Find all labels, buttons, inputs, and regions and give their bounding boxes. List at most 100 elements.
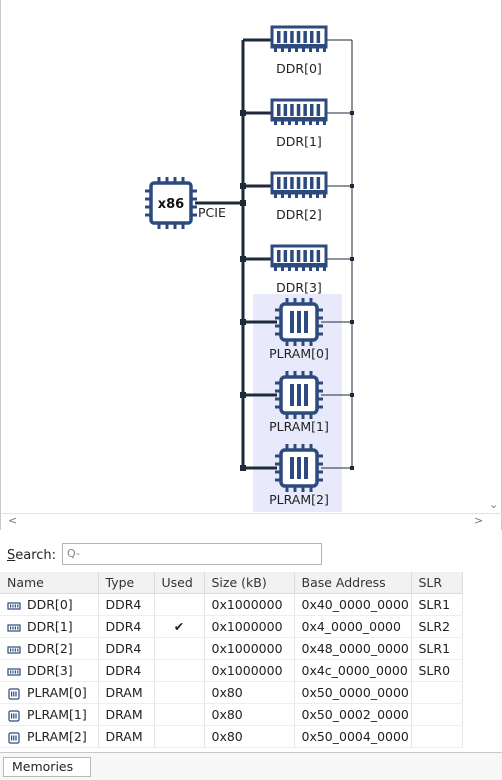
bus-junction-dot bbox=[240, 392, 246, 398]
platform-diagram[interactable]: DDR[0] DDR[1] DDR[2] DDR[3] PLRAM[0] PLRAM[1]… bbox=[1, 0, 501, 512]
memory-node-ddr[interactable]: DDR[2] bbox=[240, 171, 354, 222]
ddr-memory-icon bbox=[7, 623, 21, 632]
cell-name-text: DDR[0] bbox=[27, 597, 73, 612]
table-header: Name Type Used Size (kB) Base Address SL… bbox=[0, 572, 463, 594]
cell-name-text: PLRAM[0] bbox=[27, 685, 87, 700]
search-input[interactable] bbox=[83, 546, 317, 564]
ddr-memory-icon bbox=[7, 667, 21, 676]
bus-junction-dot bbox=[240, 256, 246, 262]
cell-size: 0x80 bbox=[204, 703, 295, 726]
cell-type: DRAM bbox=[98, 681, 155, 704]
memory-label: PLRAM[1] bbox=[269, 419, 329, 434]
cell-slr-text: SLR1 bbox=[418, 641, 451, 656]
cell-base-address: 0x4c_0000_0000 bbox=[294, 659, 412, 682]
column-header-name[interactable]: Name bbox=[0, 572, 99, 594]
plram-memory-icon bbox=[8, 731, 20, 744]
cell-size: 0x1000000 bbox=[204, 659, 295, 682]
cell-size: 0x1000000 bbox=[204, 615, 295, 638]
cell-size-text: 0x1000000 bbox=[211, 597, 283, 612]
cell-name: PLRAM[1] bbox=[0, 703, 99, 726]
cell-type: DDR4 bbox=[98, 615, 155, 638]
table-row[interactable]: DDR[0] DDR4 0x1000000 0x40_0000_0000 SLR1 bbox=[0, 593, 463, 616]
cell-base-address-text: 0x50_0004_0000 bbox=[301, 729, 409, 744]
column-header-base-address[interactable]: Base Address bbox=[294, 572, 412, 594]
return-junction-dot bbox=[350, 257, 354, 261]
cell-type: DDR4 bbox=[98, 593, 155, 616]
ddr-memory-icon bbox=[270, 244, 328, 271]
cell-used bbox=[154, 659, 205, 682]
cell-base-address-text: 0x50_0002_0000 bbox=[301, 707, 409, 722]
cell-base-address-text: 0x4c_0000_0000 bbox=[301, 663, 408, 678]
cell-slr-text: SLR1 bbox=[418, 597, 451, 612]
plram-memory-icon bbox=[8, 687, 20, 700]
ddr-memory-icon bbox=[7, 601, 21, 610]
cell-used bbox=[154, 593, 205, 616]
cpu-chip-icon bbox=[145, 177, 197, 229]
ddr-memory-icon bbox=[270, 98, 328, 125]
cell-base-address: 0x48_0000_0000 bbox=[294, 637, 412, 660]
memory-node-plram[interactable]: PLRAM[1] bbox=[240, 371, 354, 434]
memory-node-ddr[interactable]: DDR[1] bbox=[240, 98, 354, 149]
cell-type: DRAM bbox=[98, 725, 155, 748]
search-icon: Q- bbox=[67, 547, 80, 560]
cell-type-text: DDR4 bbox=[105, 597, 142, 612]
cell-slr: SLR1 bbox=[411, 593, 463, 616]
memory-label: PLRAM[0] bbox=[269, 346, 329, 361]
column-header-type[interactable]: Type bbox=[98, 572, 155, 594]
horizontal-scrollbar[interactable]: < > bbox=[2, 513, 502, 530]
cell-base-address: 0x50_0000_0000 bbox=[294, 681, 412, 704]
scroll-down-icon[interactable]: ⌄ bbox=[489, 498, 499, 511]
bus-junction-dot bbox=[240, 183, 246, 189]
cell-type: DDR4 bbox=[98, 659, 155, 682]
cell-size-text: 0x80 bbox=[211, 729, 243, 744]
column-header-used[interactable]: Used bbox=[154, 572, 205, 594]
column-header-slr[interactable]: SLR bbox=[411, 572, 463, 594]
return-junction-dot bbox=[350, 184, 354, 188]
table-row[interactable]: PLRAM[0] DRAM 0x80 0x50_0000_0000 bbox=[0, 681, 463, 704]
scroll-left-icon[interactable]: < bbox=[8, 514, 18, 527]
cell-size-text: 0x80 bbox=[211, 685, 243, 700]
cell-name: DDR[0] bbox=[0, 593, 99, 616]
plram-memory-icon bbox=[275, 444, 323, 492]
search-box[interactable]: Q- bbox=[62, 543, 322, 565]
cell-used bbox=[154, 637, 205, 660]
memory-node-plram[interactable]: PLRAM[0] bbox=[240, 298, 354, 361]
cell-type-text: DDR4 bbox=[105, 641, 142, 656]
column-header-size[interactable]: Size (kB) bbox=[204, 572, 295, 594]
memory-label: DDR[3] bbox=[276, 280, 322, 295]
scroll-right-icon[interactable]: > bbox=[474, 514, 484, 527]
memories-table: Name Type Used Size (kB) Base Address SL… bbox=[0, 572, 463, 748]
cell-name: DDR[2] bbox=[0, 637, 99, 660]
bus-junction-dot bbox=[240, 319, 246, 325]
ddr-memory-icon bbox=[270, 171, 328, 198]
cell-base-address-text: 0x50_0000_0000 bbox=[301, 685, 409, 700]
cell-size: 0x1000000 bbox=[204, 637, 295, 660]
plram-memory-icon bbox=[275, 371, 323, 419]
return-junction-dot bbox=[350, 466, 354, 470]
memory-label: DDR[0] bbox=[276, 61, 322, 76]
cell-slr: SLR0 bbox=[411, 659, 463, 682]
plram-memory-icon bbox=[8, 709, 20, 722]
cell-base-address-text: 0x4_0000_0000 bbox=[301, 619, 401, 634]
memory-node-ddr[interactable]: DDR[0] bbox=[243, 25, 352, 76]
tab-memories[interactable]: Memories bbox=[3, 757, 91, 777]
cell-size: 0x1000000 bbox=[204, 593, 295, 616]
memory-label: DDR[1] bbox=[276, 134, 322, 149]
memory-node-ddr[interactable]: DDR[3] bbox=[240, 244, 354, 295]
cell-base-address: 0x40_0000_0000 bbox=[294, 593, 412, 616]
memory-node-plram[interactable]: PLRAM[2] bbox=[240, 444, 354, 507]
diagram-panel[interactable]: DDR[0] DDR[1] DDR[2] DDR[3] PLRAM[0] PLRAM[1]… bbox=[0, 0, 502, 530]
cell-type-text: DDR4 bbox=[105, 663, 142, 678]
cell-size-text: 0x80 bbox=[211, 707, 243, 722]
return-junction-dot bbox=[350, 393, 354, 397]
bus-junction-dot bbox=[240, 465, 246, 471]
return-junction-dot bbox=[350, 320, 354, 324]
memory-label: DDR[2] bbox=[276, 207, 322, 222]
host-label: x86 bbox=[158, 197, 184, 212]
